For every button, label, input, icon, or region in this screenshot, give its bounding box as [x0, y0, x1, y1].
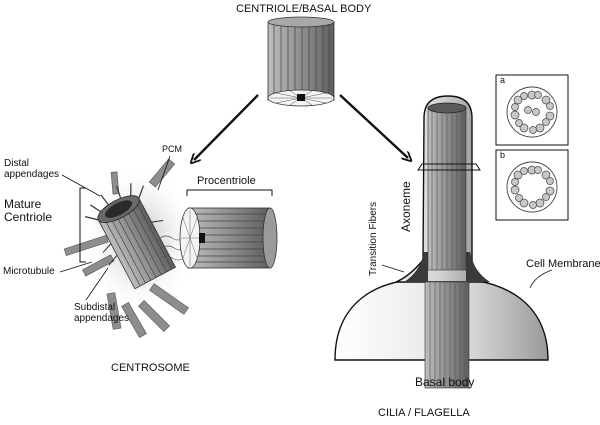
- label-basal-body: Basal body: [415, 375, 475, 389]
- label-distal-line1: Distal: [4, 158, 30, 169]
- arrow-to-cilia: [339, 94, 408, 158]
- label-axoneme: Axoneme: [399, 181, 413, 232]
- label-transition-fibers: Transition Fibers: [368, 201, 379, 276]
- top-centriole: [267, 16, 335, 107]
- label-mature-centriole: Mature Centriole: [4, 197, 53, 225]
- label-mature-line1: Mature: [4, 197, 42, 211]
- label-cilia-flagella: CILIA / FLAGELLA: [378, 407, 470, 419]
- centrosome-illustration: [59, 155, 278, 338]
- label-inset-a: a: [500, 75, 506, 85]
- arrow-to-centrosome: [194, 94, 259, 160]
- label-subdistal-line2: appendages: [74, 313, 130, 324]
- cilium-illustration: [334, 95, 553, 389]
- procentriole-barrel: [179, 207, 278, 269]
- label-microtubule: Microtubule: [3, 266, 55, 277]
- inset-a: [495, 74, 569, 146]
- label-pcm: PCM: [162, 144, 182, 154]
- inset-b: [495, 149, 569, 221]
- label-cell-membrane: Cell Membrane: [526, 258, 600, 270]
- label-subdistal-line1: Subdistal: [74, 302, 116, 313]
- label-subdistal-appendages: Subdistal appendages: [74, 302, 129, 324]
- label-distal-line2: appendages: [4, 169, 60, 180]
- label-centrosome: CENTROSOME: [111, 362, 190, 374]
- label-inset-b: b: [500, 150, 506, 160]
- label-top-title: CENTRIOLE/BASAL BODY: [236, 3, 372, 15]
- label-mature-line2: Centriole: [4, 210, 53, 225]
- label-procentriole: Procentriole: [197, 175, 256, 187]
- label-distal-appendages: Distal appendages: [4, 158, 59, 180]
